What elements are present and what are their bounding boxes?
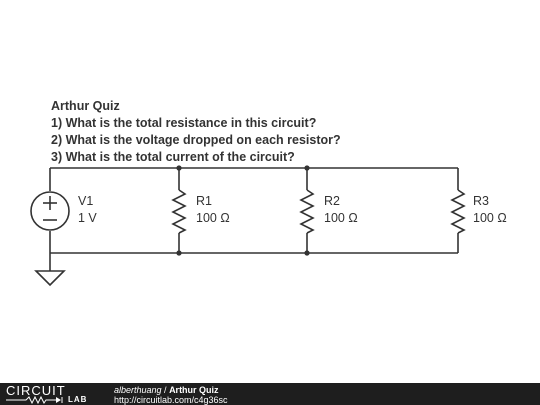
junction-dot <box>176 165 182 171</box>
v1-name: V1 <box>78 194 93 208</box>
circuitlab-logo-lab: LAB <box>68 395 88 404</box>
resistor-r2 <box>299 168 315 253</box>
junction-dot <box>304 250 310 256</box>
circuit-url-link[interactable]: http://circuitlab.com/c4g36sc <box>114 395 228 405</box>
quiz-question-2: 2) What is the voltage dropped on each r… <box>51 133 341 147</box>
junction-dot <box>304 165 310 171</box>
r3-name: R3 <box>473 194 489 208</box>
resistor-r3 <box>450 168 466 253</box>
resistor-r1 <box>171 168 187 253</box>
footer-bar: CIRCUIT LAB alberthuang / Arthur Quiz ht… <box>0 383 540 405</box>
author-link[interactable]: alberthuang <box>114 385 162 395</box>
footer-separator: / <box>161 385 170 395</box>
quiz-title: Arthur Quiz <box>51 99 120 113</box>
footer-author-line: alberthuang / Arthur Quiz <box>114 385 219 395</box>
voltage-source-v1 <box>30 168 70 253</box>
r3-value: 100 Ω <box>473 211 507 225</box>
r1-value: 100 Ω <box>196 211 230 225</box>
circuitlab-logo[interactable]: CIRCUIT <box>6 383 66 398</box>
r2-name: R2 <box>324 194 340 208</box>
r2-value: 100 Ω <box>324 211 358 225</box>
circuit-title-link[interactable]: Arthur Quiz <box>169 385 219 395</box>
schematic-svg: Arthur Quiz 1) What is the total resista… <box>30 99 507 287</box>
quiz-question-3: 3) What is the total current of the circ… <box>51 150 295 164</box>
schematic-canvas: Arthur Quiz 1) What is the total resista… <box>30 99 507 287</box>
junction-dot <box>176 250 182 256</box>
quiz-question-1: 1) What is the total resistance in this … <box>51 116 316 130</box>
resistor-logo-icon <box>6 396 63 404</box>
v1-value: 1 V <box>78 211 97 225</box>
ground-icon <box>34 253 66 287</box>
r1-name: R1 <box>196 194 212 208</box>
